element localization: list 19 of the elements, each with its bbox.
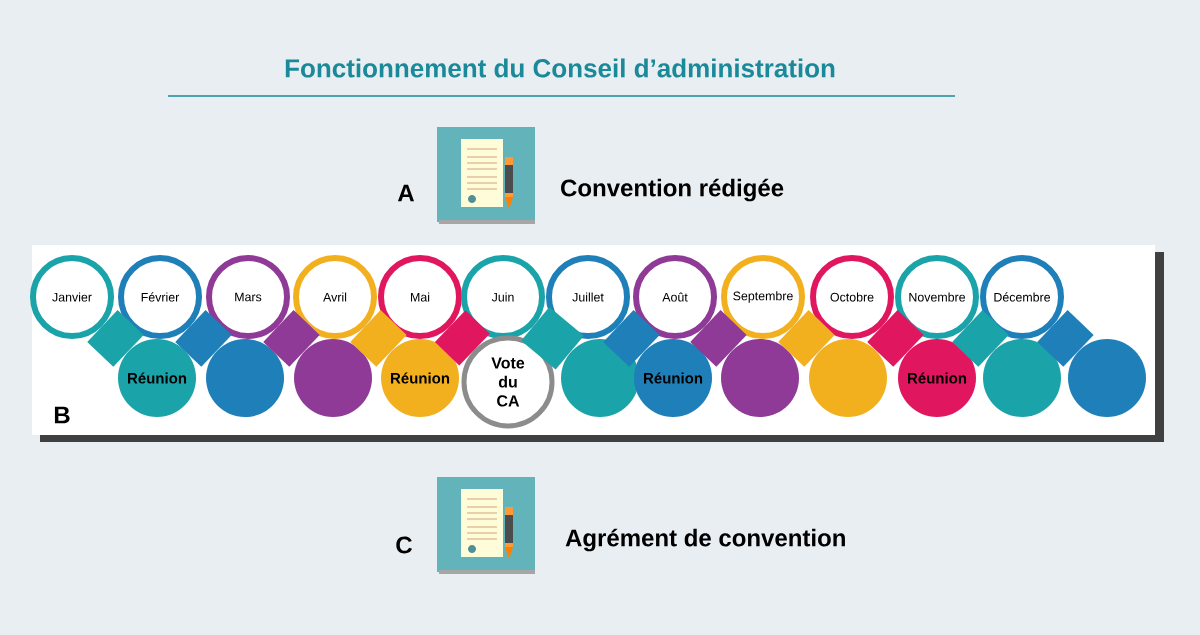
ribbon-band <box>690 310 747 367</box>
lobe-circle <box>561 339 639 417</box>
ribbon-band <box>434 310 490 366</box>
ribbon-band <box>778 310 835 367</box>
lobe-circle <box>721 339 799 417</box>
ribbon-band <box>867 310 924 367</box>
ribbon-band <box>603 310 660 367</box>
item-letter: A <box>397 184 415 202</box>
lobe-circle <box>983 339 1061 417</box>
step-label: Agrément de convention <box>565 528 845 552</box>
step-label: Convention rédigée <box>561 178 784 202</box>
lobe-circle <box>294 339 372 417</box>
lobe-circle <box>809 339 887 417</box>
lobe-circle <box>206 339 284 417</box>
ribbon-band <box>350 310 407 367</box>
item-letter: C <box>396 536 413 554</box>
title: Fonctionnement du Conseil d’administration <box>285 58 835 78</box>
item-letter: B <box>54 406 70 424</box>
lobe-circle <box>1068 339 1146 417</box>
